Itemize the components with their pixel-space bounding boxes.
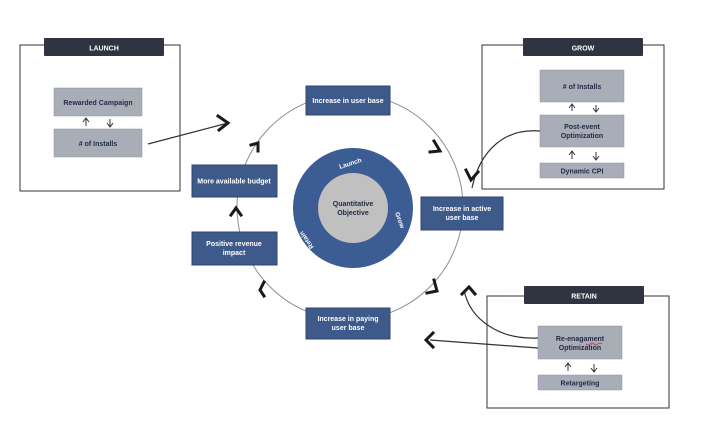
retain-item-reengagement	[537, 325, 623, 360]
chevron-upper-left-icon	[249, 141, 260, 153]
grow-exchange-arrows	[568, 103, 600, 161]
chevron-right-lower-icon	[459, 284, 478, 297]
chevron-left-icon	[228, 205, 244, 218]
grow-panel-header	[523, 38, 643, 56]
spellcheck-underline	[585, 342, 603, 346]
grow-item-post-event	[539, 114, 625, 148]
retain-connector-bottom	[429, 339, 539, 349]
retain-exchange-arrows	[564, 362, 598, 373]
retain-item-retargeting-label: Retargeting	[561, 381, 600, 388]
launch-panel: LAUNCH Rewarded Campaign # of Installs	[19, 38, 181, 192]
grow-item-installs	[539, 69, 625, 103]
grow-item-dynamic-cpi-label: Dynamic CPI	[561, 169, 604, 176]
chevron-top-right-icon	[428, 138, 443, 154]
launch-exchange-arrows	[82, 117, 114, 128]
launch-panel-frame	[19, 44, 181, 192]
retain-connector-top	[463, 289, 539, 339]
chevron-arrows	[215, 113, 481, 350]
launch-item-installs	[53, 128, 143, 158]
retain-panel-title: RETAIN	[571, 294, 597, 301]
cycle-step-0-label: Increase in user base	[312, 98, 383, 105]
panel-connectors	[147, 122, 541, 349]
chevron-lower-right-icon	[425, 278, 439, 295]
cycle-step-more-available-budget: More available budget	[191, 164, 278, 198]
launch-item-rewarded-campaign-label: Rewarded Campaign	[63, 100, 132, 107]
chevron-retain-icon	[423, 330, 436, 350]
grow-item-installs-label: # of Installs	[563, 84, 602, 91]
chevron-lower-left-icon	[258, 279, 267, 299]
center-inner-circle	[318, 173, 388, 243]
grow-panel-title: GROW	[572, 46, 595, 53]
launch-panel-header	[44, 38, 164, 56]
retain-item-retargeting	[537, 374, 623, 391]
launch-item-installs-label: # of Installs	[79, 141, 118, 148]
chevron-launch-icon	[215, 113, 231, 133]
grow-item-dynamic-cpi	[539, 162, 625, 179]
launch-panel-title: LAUNCH	[89, 46, 119, 53]
chevron-grow-icon	[463, 167, 481, 183]
cycle-step-increase-user-base: Increase in user base	[305, 85, 391, 116]
retain-panel-header	[524, 286, 644, 304]
launch-connector	[147, 122, 229, 145]
cycle-step-4-label: More available budget	[197, 179, 271, 186]
launch-item-rewarded-campaign	[53, 87, 143, 117]
